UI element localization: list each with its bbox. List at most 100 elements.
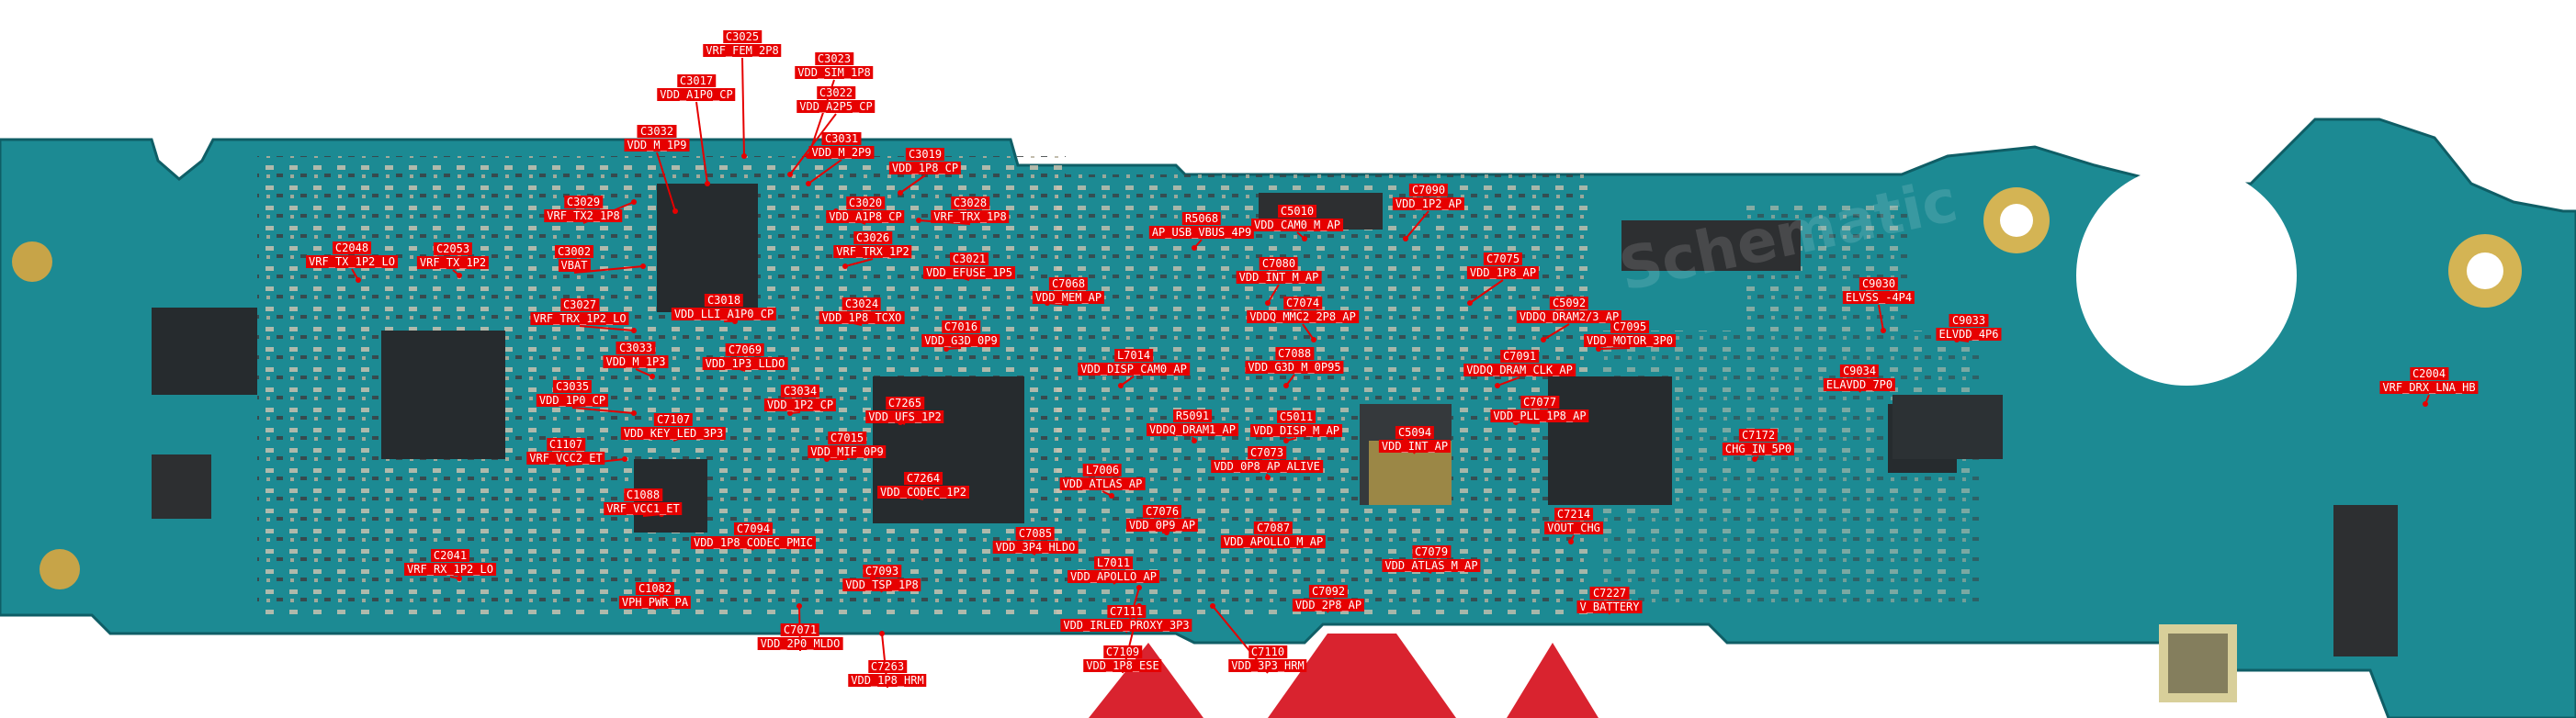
leader-line [1598, 347, 1631, 350]
component-ref: C3024 [842, 297, 882, 310]
net-name: VDD_3P3_HRM [1228, 659, 1307, 672]
component-ref: C7074 [1282, 297, 1323, 309]
component-ref: C2048 [332, 241, 372, 254]
chip [381, 331, 505, 459]
net-name: VDD_A1P8_CP [826, 210, 905, 223]
board-cutout [2076, 165, 2297, 386]
net-name: VDD_1P2_CP [763, 398, 837, 411]
net-name: VDD_MIF_0P9 [808, 445, 887, 458]
leader-dot [1311, 337, 1316, 342]
component-ref: C7111 [1106, 605, 1147, 618]
net-name: VPH_PWR_PA [618, 596, 692, 609]
leader-line [899, 174, 926, 194]
component-ref: C3027 [559, 298, 600, 311]
net-name: VDDQ_DRAM_CLK_AP [1463, 364, 1576, 376]
component-ref: C3025 [722, 30, 763, 43]
component-ref: C5011 [1276, 410, 1316, 423]
component-ref: C7076 [1142, 505, 1182, 518]
net-name: VDD_APOLLO_M_AP [1220, 535, 1327, 548]
net-name: VRF_DRX_LNA_HB [2379, 381, 2479, 394]
net-name: VRF_VCC1_ET [604, 502, 683, 515]
net-name: VDD_LLI_A1P0_CP [671, 308, 777, 320]
component-ref: C9034 [1839, 365, 1880, 377]
component-ref: C7094 [733, 522, 774, 535]
component-ref: C7095 [1610, 320, 1650, 333]
component-ref: C7092 [1308, 585, 1349, 598]
component-ref: C7110 [1248, 645, 1288, 658]
component-ref: C7091 [1499, 350, 1540, 363]
net-name: VDD_TSP_1P8 [842, 578, 921, 591]
net-name: VDD_SIM_1P8 [795, 66, 874, 79]
net-name: VDD_2P0_MLDO [757, 637, 843, 650]
leader-line [656, 151, 676, 212]
connector [2333, 505, 2398, 656]
net-name: VRF_TRX_1P2 [833, 245, 912, 258]
leader-dot [672, 208, 678, 214]
net-name: VDD_PLL_1P8_AP [1490, 409, 1589, 422]
component-ref: C7093 [862, 565, 902, 578]
net-name: AP_USB_VBUS_4P9 [1148, 226, 1255, 239]
leader-dot [650, 374, 655, 379]
net-name: VDD_UFS_1P2 [865, 410, 944, 423]
component-ref: C7172 [1738, 429, 1779, 442]
component-ref: C7263 [867, 660, 908, 673]
leader-line [695, 101, 708, 185]
mounting-hole [2467, 252, 2503, 289]
component-ref: C3021 [949, 252, 989, 265]
net-name: VDDQ_DRAM2/3_AP [1516, 310, 1622, 323]
net-name: VOUT_CHG [1544, 522, 1603, 534]
leader-line [1405, 210, 1429, 240]
component-ref: C7109 [1102, 645, 1143, 658]
mounting-hole [2000, 204, 2033, 237]
net-name: VRF_TX_1P2_LO [306, 255, 398, 268]
data-matrix [2168, 634, 2228, 693]
component-ref: C7077 [1520, 396, 1560, 409]
component-ref: C2004 [2409, 367, 2449, 380]
leader-dot [1136, 585, 1142, 590]
leader-dot [741, 153, 747, 159]
leader-line [1497, 376, 1520, 387]
net-name: VDD_3P4_HLDO [992, 541, 1079, 554]
net-name: VDD_M_2P9 [808, 146, 875, 159]
component-ref: C7087 [1253, 522, 1294, 534]
component-ref: L7006 [1082, 464, 1123, 477]
component-ref: C3033 [616, 342, 656, 354]
component-ref: C1088 [623, 488, 663, 501]
leader-line [635, 368, 653, 377]
leader-dot [1283, 438, 1289, 443]
antenna-pad [12, 241, 52, 282]
leader-dot [1752, 456, 1757, 462]
component-ref: C3023 [814, 52, 854, 65]
net-name: VDD_1P8_TCXO [819, 311, 905, 324]
leader-dot [1118, 383, 1124, 388]
component-ref: C7016 [941, 320, 981, 333]
net-name: VDD_DISP_CAM0_AP [1078, 363, 1190, 376]
chip [1892, 395, 2003, 459]
component-ref: C7227 [1589, 587, 1630, 600]
